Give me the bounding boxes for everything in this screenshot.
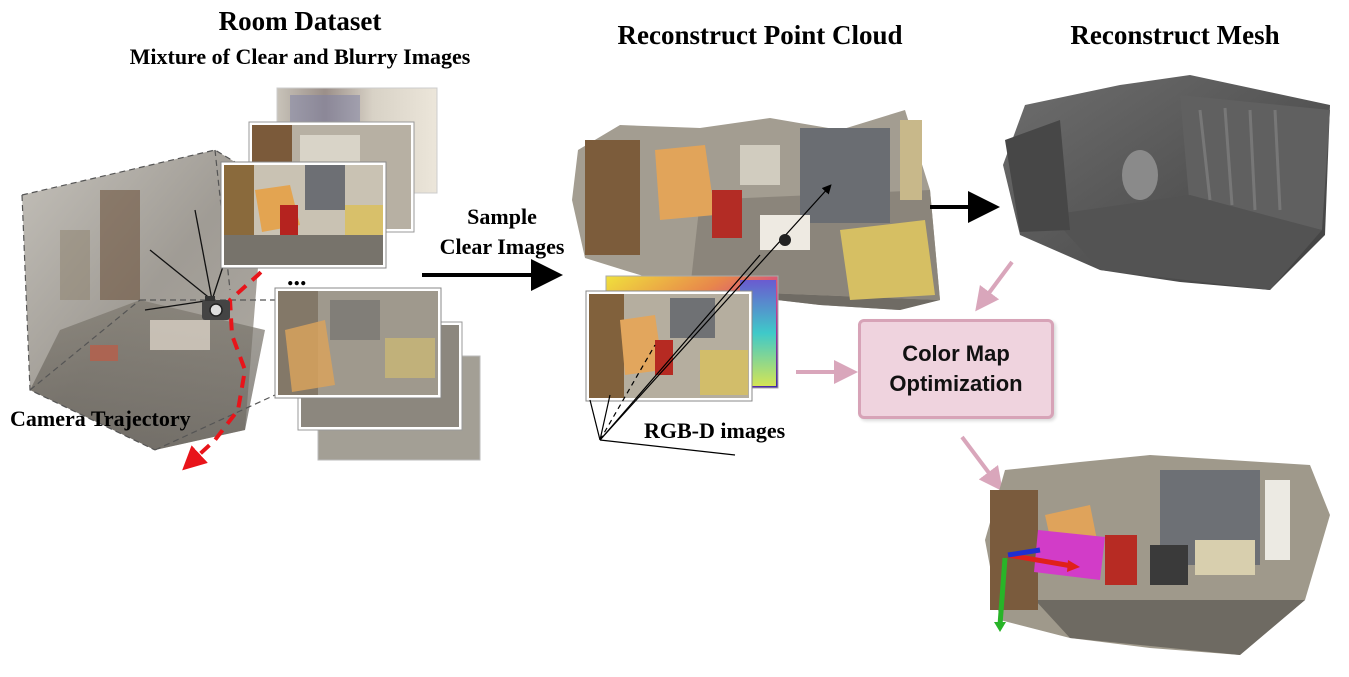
sample-label: Sample Clear Images <box>422 202 582 262</box>
color-map-optimization-box: Color Map Optimization <box>858 319 1054 419</box>
image-stack-blurry <box>274 287 481 461</box>
camera-icon <box>202 296 230 320</box>
title-point-cloud: Reconstruct Point Cloud <box>617 20 903 50</box>
rgbd-image-stack <box>585 275 779 402</box>
image-stack-clear <box>220 87 438 269</box>
colormap-to-result-arrow <box>960 435 1003 492</box>
rgbd-camera-center <box>779 234 791 246</box>
color-map-label-line1: Color Map <box>902 341 1010 366</box>
rgbd-images-label: RGB-D images <box>644 418 786 443</box>
rgbd-camera-rays <box>589 184 832 456</box>
camera-trajectory-label: Camera Trajectory <box>10 406 191 431</box>
sample-label-line1: Sample <box>467 204 537 229</box>
point-cloud-reconstruction <box>572 110 940 310</box>
sample-label-line2: Clear Images <box>439 234 565 259</box>
ellipsis-label: ... <box>287 262 307 291</box>
room-3d-model <box>22 150 265 450</box>
coordinate-axes-icon <box>994 530 1105 632</box>
subtitle-mixture: Mixture of Clear and Blurry Images <box>129 44 471 69</box>
mesh-reconstruction <box>1003 75 1330 290</box>
mesh-to-colormap-arrow <box>975 260 1014 312</box>
title-room-dataset: Room Dataset <box>218 6 382 36</box>
color-map-label-line2: Optimization <box>889 371 1023 396</box>
title-mesh: Reconstruct Mesh <box>1070 20 1280 50</box>
camera-trajectory-path <box>182 256 277 471</box>
